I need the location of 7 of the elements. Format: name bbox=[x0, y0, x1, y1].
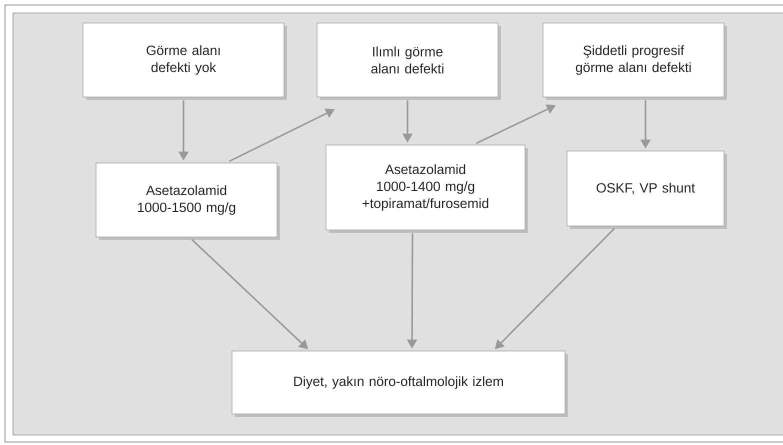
process-box: Diyet, yakın nöro-oftalmolojik izlem bbox=[232, 350, 568, 417]
process-box: OSKF, VP shunt bbox=[566, 150, 727, 229]
process-box: Ilımlı görme alanı defekti bbox=[316, 22, 501, 100]
process-box: Asetazolamid 1000-1400 mg/g +topiramat/furosemid bbox=[326, 144, 528, 233]
process-box: Asetazolamid 1000-1500 mg/g bbox=[96, 162, 280, 240]
process-box: Şiddetli progresif görme alanı defekti bbox=[542, 22, 727, 100]
process-box: Görme alanı defekti yok bbox=[82, 22, 287, 100]
